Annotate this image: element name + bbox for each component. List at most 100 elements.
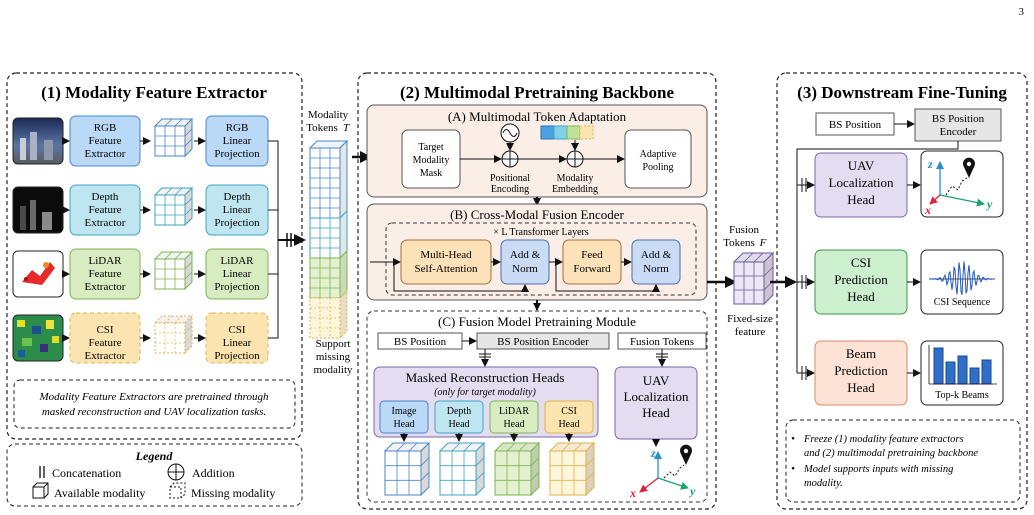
feed-forward-label-2: Forward	[573, 263, 611, 275]
ft-bs-encoder-label-2: Encoder	[940, 126, 977, 138]
note-bullet-2-line-2: modality.	[804, 478, 843, 489]
adaptive-pooling-label-1: Adaptive	[640, 149, 677, 160]
image-recon-cube	[383, 441, 431, 497]
uav-head-label-2: Localization	[624, 389, 689, 404]
page-number: 3	[1018, 6, 1025, 18]
add-norm-1-label-2: Norm	[512, 263, 538, 275]
panel1-title: (1) Modality Feature Extractor	[41, 83, 267, 102]
depth-extractor-label-2: Feature	[89, 204, 122, 216]
lidar-input-image	[12, 250, 64, 298]
depth-feature-extractor: Depth Feature Extractor	[69, 184, 141, 236]
legend-addition: Addition	[192, 466, 235, 480]
missing-modality-icon	[169, 482, 186, 499]
csi-projection-label-1: CSI	[228, 324, 245, 336]
ft-csi-label-3: Head	[847, 289, 875, 304]
reconstructed-modality-cubes	[383, 441, 596, 497]
uav-head-label-1: UAV	[643, 373, 670, 388]
location-pin-icon	[680, 444, 693, 465]
rgb-input-image	[12, 117, 64, 165]
extractor-note-line-1: Modality Feature Extractors are pretrain…	[38, 391, 269, 403]
fixed-size-label-1: Fixed-size	[727, 313, 773, 325]
rgb-projection-label-3: Projection	[214, 148, 260, 160]
csi-head-label-2: Head	[558, 419, 579, 430]
depth-extractor-label-1: Depth	[92, 191, 119, 203]
bs-position-label: BS Position	[394, 336, 447, 348]
positional-encoding-label-1: Positional	[490, 173, 530, 184]
lidar-linear-projection: LiDAR Linear Projection	[205, 248, 269, 300]
pretrain-axis-x: x	[629, 486, 636, 500]
note-bullet-1-line-2: and (2) multimodal pretraining backbone	[804, 448, 978, 459]
available-modality-icon	[32, 482, 49, 499]
lidar-feature-extractor: LiDAR Feature Extractor	[69, 248, 141, 300]
note-bullet-2-line-1: Model supports inputs with missing	[803, 464, 953, 475]
ft-beam-label-1: Beam	[846, 346, 876, 361]
sine-wave-icon	[500, 123, 520, 143]
legend-concatenation: Concatenation	[52, 466, 121, 480]
depth-recon-cube	[438, 441, 486, 497]
embedding-addition-icon	[566, 150, 584, 168]
beam-bar	[969, 367, 980, 385]
support-missing-label-3: modality	[313, 364, 353, 376]
extracted-feature-cubes	[153, 117, 194, 355]
addition-icon	[167, 463, 185, 481]
image-head: Image Head	[379, 400, 429, 434]
ft-3d-axes: z x y	[920, 150, 1004, 218]
lidar-projection-label-2: Linear	[223, 268, 252, 280]
csi-feature-cube	[153, 314, 194, 355]
bs-position-encoder-label: BS Position Encoder	[497, 336, 589, 348]
add-norm-1-label-1: Add &	[510, 249, 541, 261]
uav-head-label-3: Head	[642, 405, 670, 420]
fusion-model-pretraining-module: (C) Fusion Model Pretraining Module BS P…	[366, 310, 708, 503]
ft-bs-position-label: BS Position	[829, 119, 882, 131]
ft-location-pin-icon	[963, 157, 975, 178]
positional-encoding-label-2: Encoding	[491, 184, 529, 195]
legend-available-modality: Available modality	[54, 486, 145, 500]
fixed-size-label-2: feature	[735, 326, 766, 338]
rgb-linear-projection: RGB Linear Projection	[205, 115, 269, 167]
rgb-projection-label-1: RGB	[226, 122, 249, 134]
modality-tokens-label-1: Modality	[308, 109, 349, 121]
positional-addition-icon	[501, 150, 519, 168]
panel-multimodal-pretraining-backbone: (2) Multimodal Pretraining Backbone (A) …	[357, 72, 717, 510]
beam-bar	[933, 347, 944, 385]
modality-embedding-label-1: Modality	[557, 173, 594, 184]
mhsa-label-1: Multi-Head	[420, 249, 472, 261]
target-mask-label-1: Target	[418, 142, 443, 153]
rgb-extractor-label-1: RGB	[94, 122, 117, 134]
ft-uav-label-1: UAV	[848, 158, 875, 173]
concatenation-icon	[39, 466, 45, 478]
legend-missing-modality: Missing modality	[191, 486, 275, 500]
rgb-feature-extractor: RGB Feature Extractor	[69, 115, 141, 167]
fusion-tokens: Fusion Tokens F Fixed-size feature	[707, 224, 797, 338]
token-adaptation-title: (A) Multimodal Token Adaptation	[448, 109, 627, 124]
depth-extractor-label-3: Extractor	[85, 217, 126, 229]
transformer-layers-label: × L Transformer Layers	[493, 227, 589, 238]
lidar-extractor-label-3: Extractor	[85, 281, 126, 293]
pretraining-module-title: (C) Fusion Model Pretraining Module	[438, 314, 636, 329]
svg-text:•: •	[791, 463, 795, 475]
depth-linear-projection: Depth Linear Projection	[205, 184, 269, 236]
beam-bar	[945, 361, 956, 385]
multimodal-token-adaptation: (A) Multimodal Token Adaptation Target M…	[366, 104, 708, 198]
ft-bs-encoder-label-1: BS Position	[932, 113, 985, 125]
ft-axis-y: y	[985, 197, 993, 211]
depth-head-label-1: Depth	[447, 406, 471, 417]
modality-tokens-label-2: Tokens	[306, 122, 338, 134]
image-head-label-1: Image	[392, 406, 418, 417]
add-norm-2-label-2: Norm	[643, 263, 669, 275]
note-bullet-1-line-1: Freeze (1) modality feature extractors	[803, 434, 964, 445]
top-k-beams-plot: Top-k Beams	[920, 340, 1004, 406]
feed-forward-label-1: Feed	[581, 249, 603, 261]
csi-projection-label-2: Linear	[223, 337, 252, 349]
adaptive-pooling-label-2: Pooling	[642, 162, 673, 173]
csi-input-image	[12, 314, 64, 362]
rgb-extractor-label-3: Extractor	[85, 148, 126, 160]
pretrain-3d-axes: z x y	[629, 444, 696, 500]
fusion-tokens-input-label: Fusion Tokens	[630, 336, 694, 348]
ft-csi-label-2: Prediction	[834, 272, 888, 287]
depth-head: Depth Head	[434, 400, 484, 434]
modality-tokens: Modality Tokens T Support missing modali…	[306, 109, 372, 376]
panel-modality-feature-extractor: (1) Modality Feature Extractor	[6, 72, 306, 440]
csi-head: CSI Head	[544, 400, 594, 434]
top-k-beams-label: Top-k Beams	[935, 390, 989, 401]
